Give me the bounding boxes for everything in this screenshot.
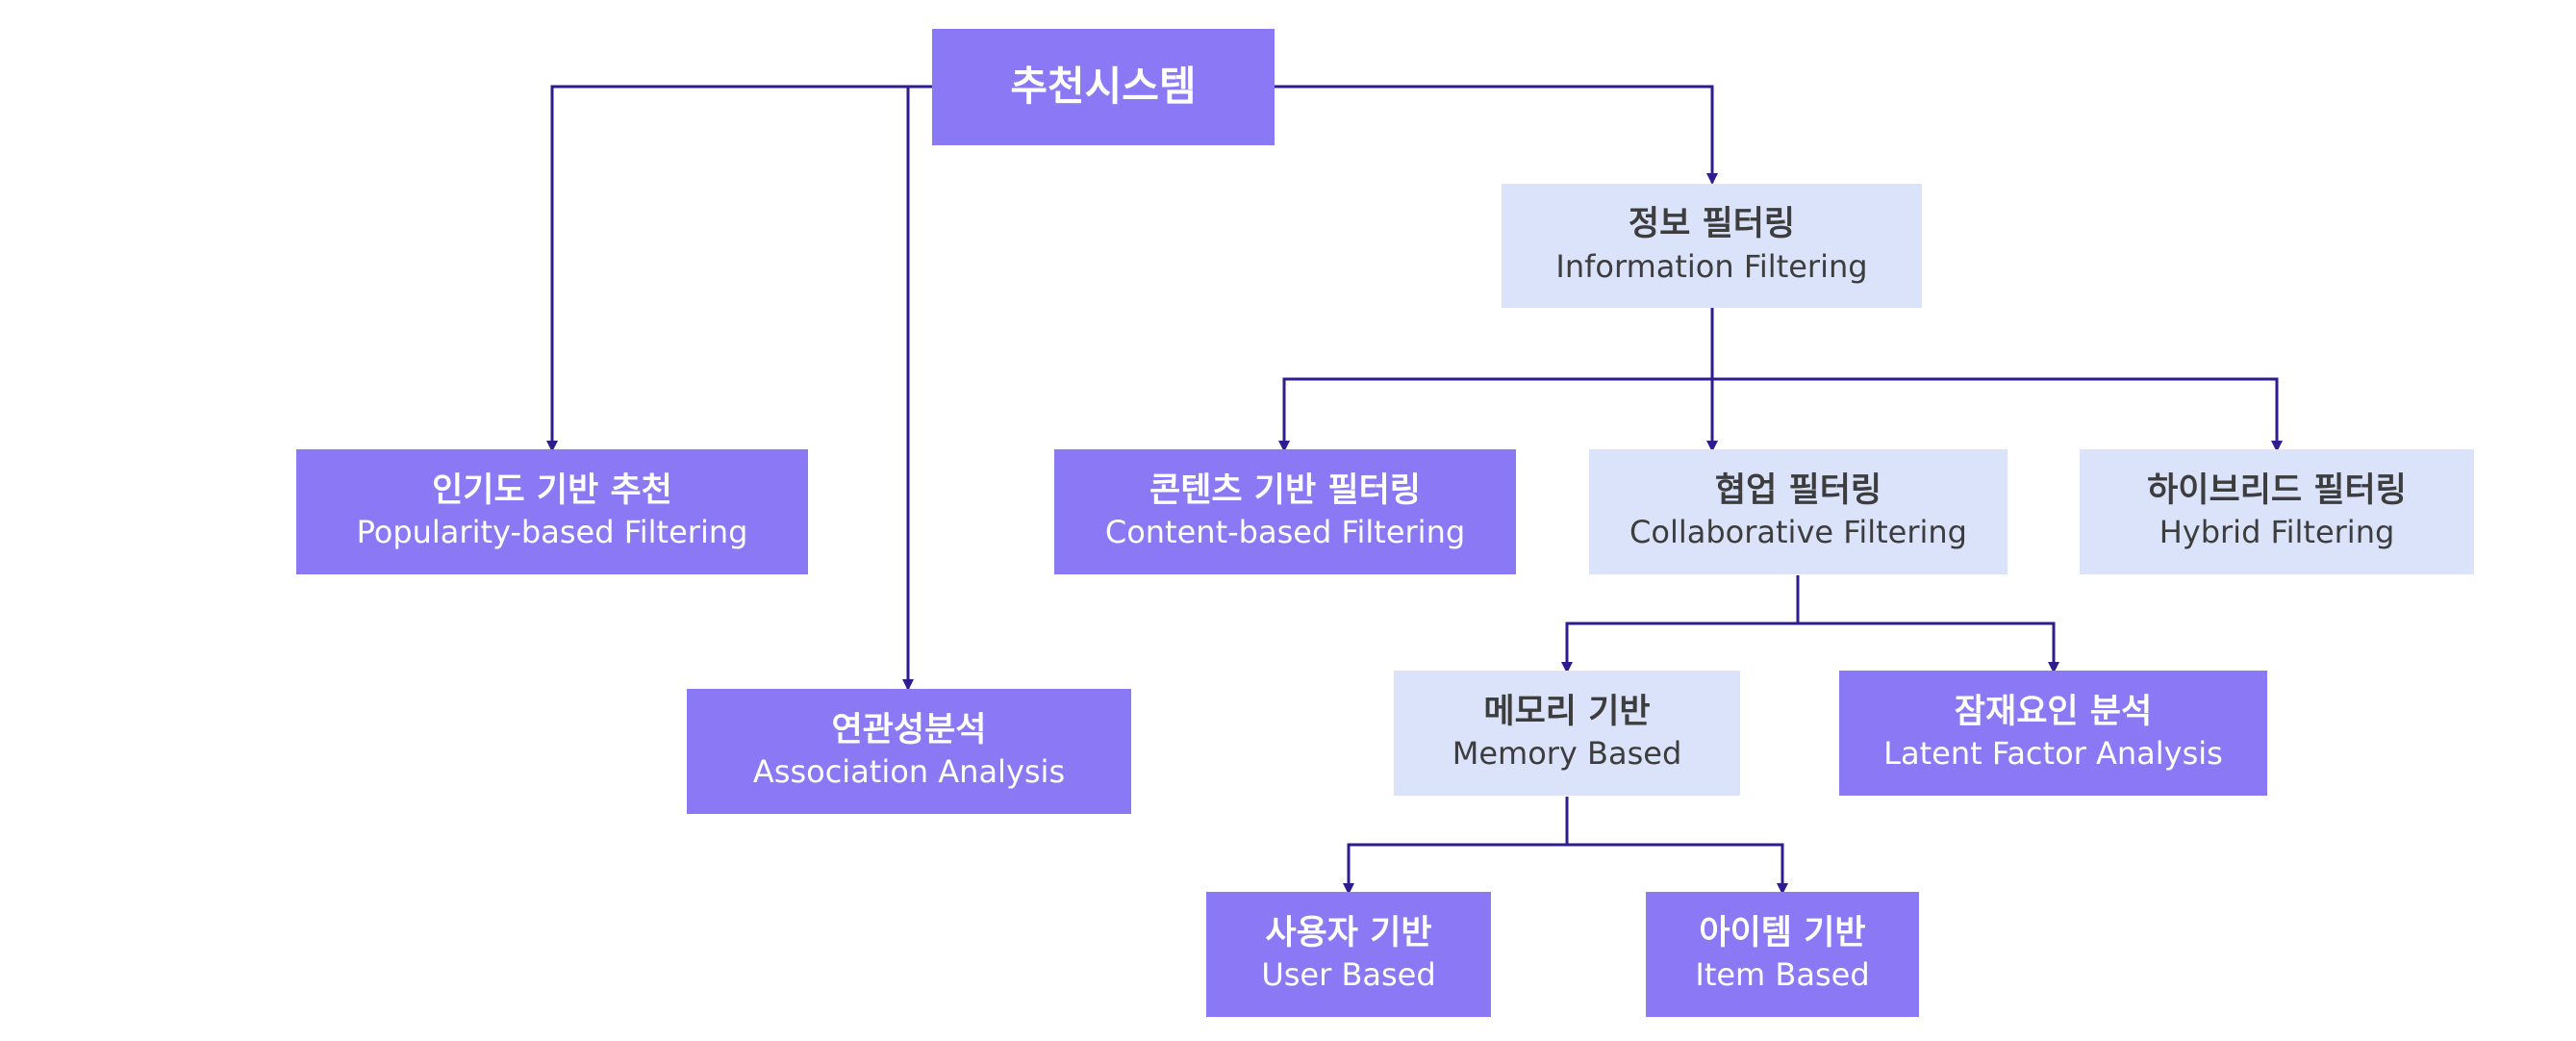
node-information-filtering: 정보 필터링 Information Filtering xyxy=(1502,184,1922,308)
node-label-en: Memory Based xyxy=(1452,735,1682,773)
node-label-en: Popularity-based Filtering xyxy=(356,514,748,551)
edge-collaborative-memory xyxy=(1561,575,1800,673)
edge-collaborative-latent xyxy=(1798,622,2059,673)
node-label-ko: 연관성분석 xyxy=(831,710,987,749)
node-hybrid-filtering: 하이브리드 필터링 Hybrid Filtering xyxy=(2080,449,2474,574)
node-user-based: 사용자 기반 User Based xyxy=(1206,892,1491,1017)
node-label-ko: 추천시스템 xyxy=(1010,63,1197,111)
node-association-analysis: 연관성분석 Association Analysis xyxy=(687,689,1131,814)
node-label-ko: 잠재요인 분석 xyxy=(1954,692,2153,731)
node-label-ko: 콘텐츠 기반 필터링 xyxy=(1149,470,1421,510)
node-label-ko: 메모리 기반 xyxy=(1483,692,1651,731)
edge-information-hybrid xyxy=(1712,377,2283,452)
node-item-based: 아이템 기반 Item Based xyxy=(1646,892,1919,1017)
node-label-en: Item Based xyxy=(1695,956,1870,994)
node-label-ko: 사용자 기반 xyxy=(1265,913,1432,952)
node-label-en: Content-based Filtering xyxy=(1104,514,1466,551)
node-content-based: 콘텐츠 기반 필터링 Content-based Filtering xyxy=(1054,449,1516,574)
node-label-ko: 협업 필터링 xyxy=(1714,470,1882,510)
edge-root-information xyxy=(1275,85,1718,185)
node-latent-factor-analysis: 잠재요인 분석 Latent Factor Analysis xyxy=(1839,671,2267,796)
node-label-en: Association Analysis xyxy=(752,753,1066,791)
node-label-ko: 아이템 기반 xyxy=(1699,913,1866,952)
edge-information-content xyxy=(1278,308,1714,452)
node-label-en: Hybrid Filtering xyxy=(2159,514,2395,551)
node-memory-based: 메모리 기반 Memory Based xyxy=(1394,671,1740,796)
node-recommender-system: 추천시스템 xyxy=(932,29,1275,145)
edge-root-popularity xyxy=(546,85,932,452)
node-label-en: Collaborative Filtering xyxy=(1629,514,1967,551)
node-label-ko: 하이브리드 필터링 xyxy=(2147,470,2407,510)
node-label-ko: 인기도 기반 추천 xyxy=(432,470,672,510)
node-label-ko: 정보 필터링 xyxy=(1628,205,1796,244)
node-collaborative-filtering: 협업 필터링 Collaborative Filtering xyxy=(1589,449,2008,574)
node-popularity-based: 인기도 기반 추천 Popularity-based Filtering xyxy=(296,449,808,574)
node-label-en: Latent Factor Analysis xyxy=(1883,735,2223,773)
edge-memory-user xyxy=(1343,797,1569,895)
node-label-en: Information Filtering xyxy=(1555,247,1868,285)
node-label-en: User Based xyxy=(1261,956,1436,994)
edge-memory-item xyxy=(1567,843,1788,895)
